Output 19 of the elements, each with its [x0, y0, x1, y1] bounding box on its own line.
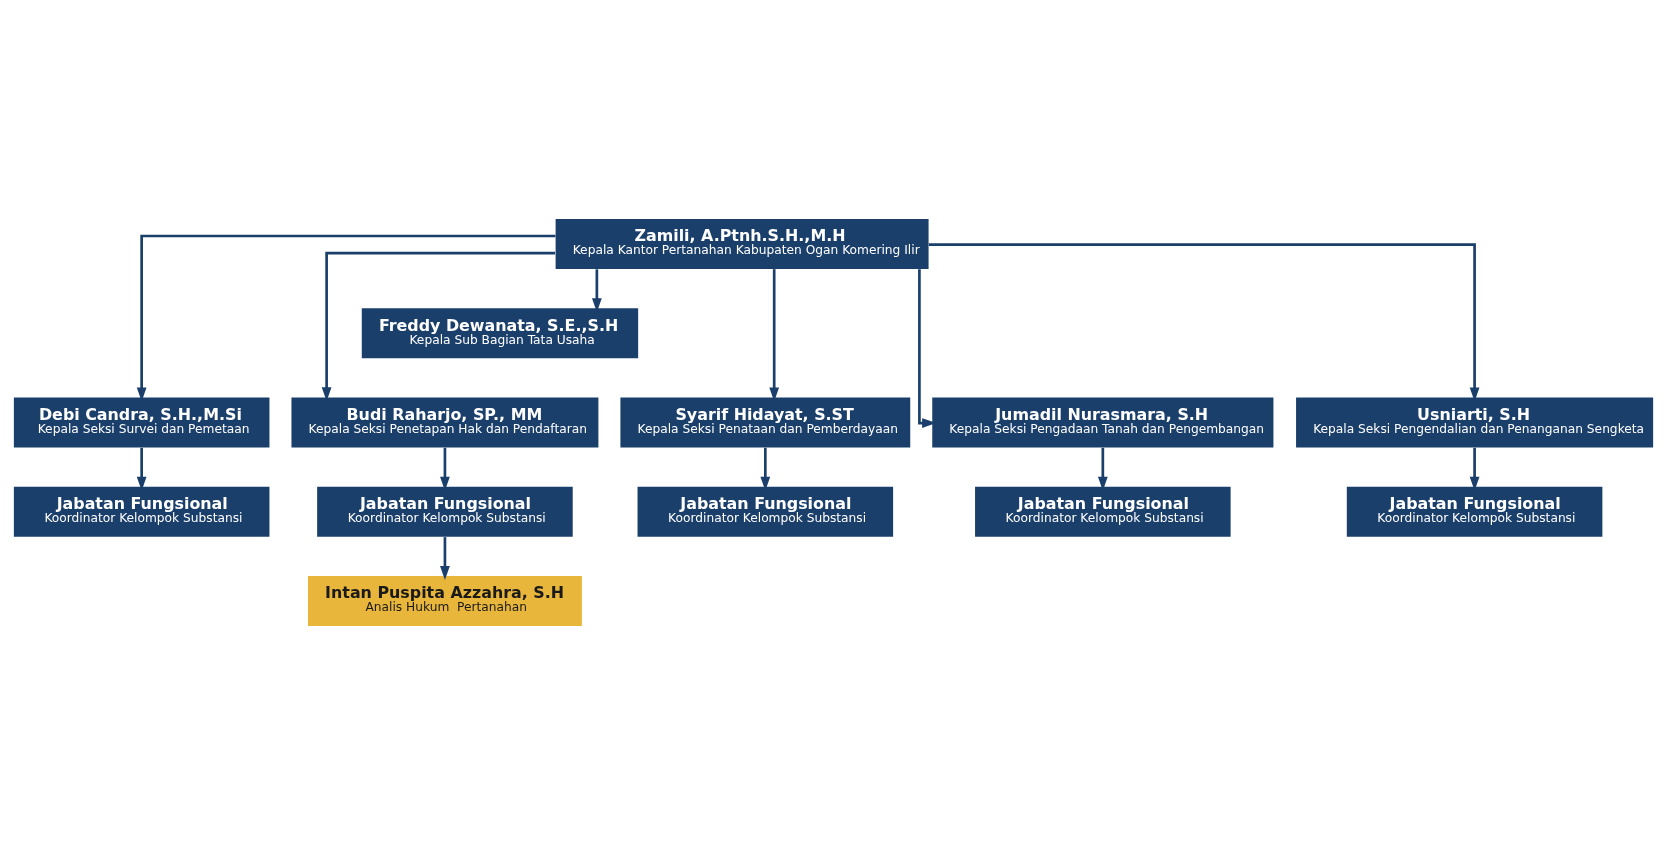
node-box: Jabatan Fungsional Koordinator Kelompok Substansi	[637, 486, 894, 537]
arrow	[136, 234, 556, 401]
node-box: Syarif Hidayat, S.ST Kepala Seksi Penataan dan Pemberdayaan	[620, 396, 911, 448]
arrow	[321, 251, 555, 401]
arrow	[440, 536, 450, 580]
node-box: Jumadil Nurasmara, S.H Kepala Seksi Pengadaan Tanah dan Pengembangan	[932, 396, 1274, 448]
node-box: Jabatan Fungsional Koordinator Kelompok Substansi	[1346, 486, 1603, 537]
arrow	[592, 268, 602, 312]
node-box: Freddy Dewanata, S.E.,S.H Kepala Sub Bagian Tata Usaha	[361, 307, 639, 358]
node-box: Jabatan Fungsional Koordinator Kelompok Substansi	[13, 486, 270, 537]
arrow	[928, 242, 1480, 401]
node-box: Intan Puspita Azzahra, S.H Analis Hukum Pertanahan	[307, 575, 582, 626]
node-box: Jabatan Fungsional Koordinator Kelompok Substansi	[975, 486, 1231, 537]
node-box: Debi Candra, S.H.,M.Si Kepala Seksi Survei dan Pemetaan	[13, 396, 270, 448]
node-box: Budi Raharjo, SP., MM Kepala Seksi Penetapan Hak dan Pendaftaran	[291, 396, 599, 448]
arrow	[769, 268, 780, 401]
node-box: Usniarti, S.H Kepala Seksi Pengendalian dan Penanganan Sengketa	[1296, 396, 1654, 448]
node-box: Jabatan Fungsional Koordinator Kelompok Substansi	[317, 486, 573, 537]
node-box: Zamili, A.Ptnh.S.H.,M.H Kepala Kantor Pertanahan Kabupaten Ogan Komering Ilir	[555, 218, 929, 269]
